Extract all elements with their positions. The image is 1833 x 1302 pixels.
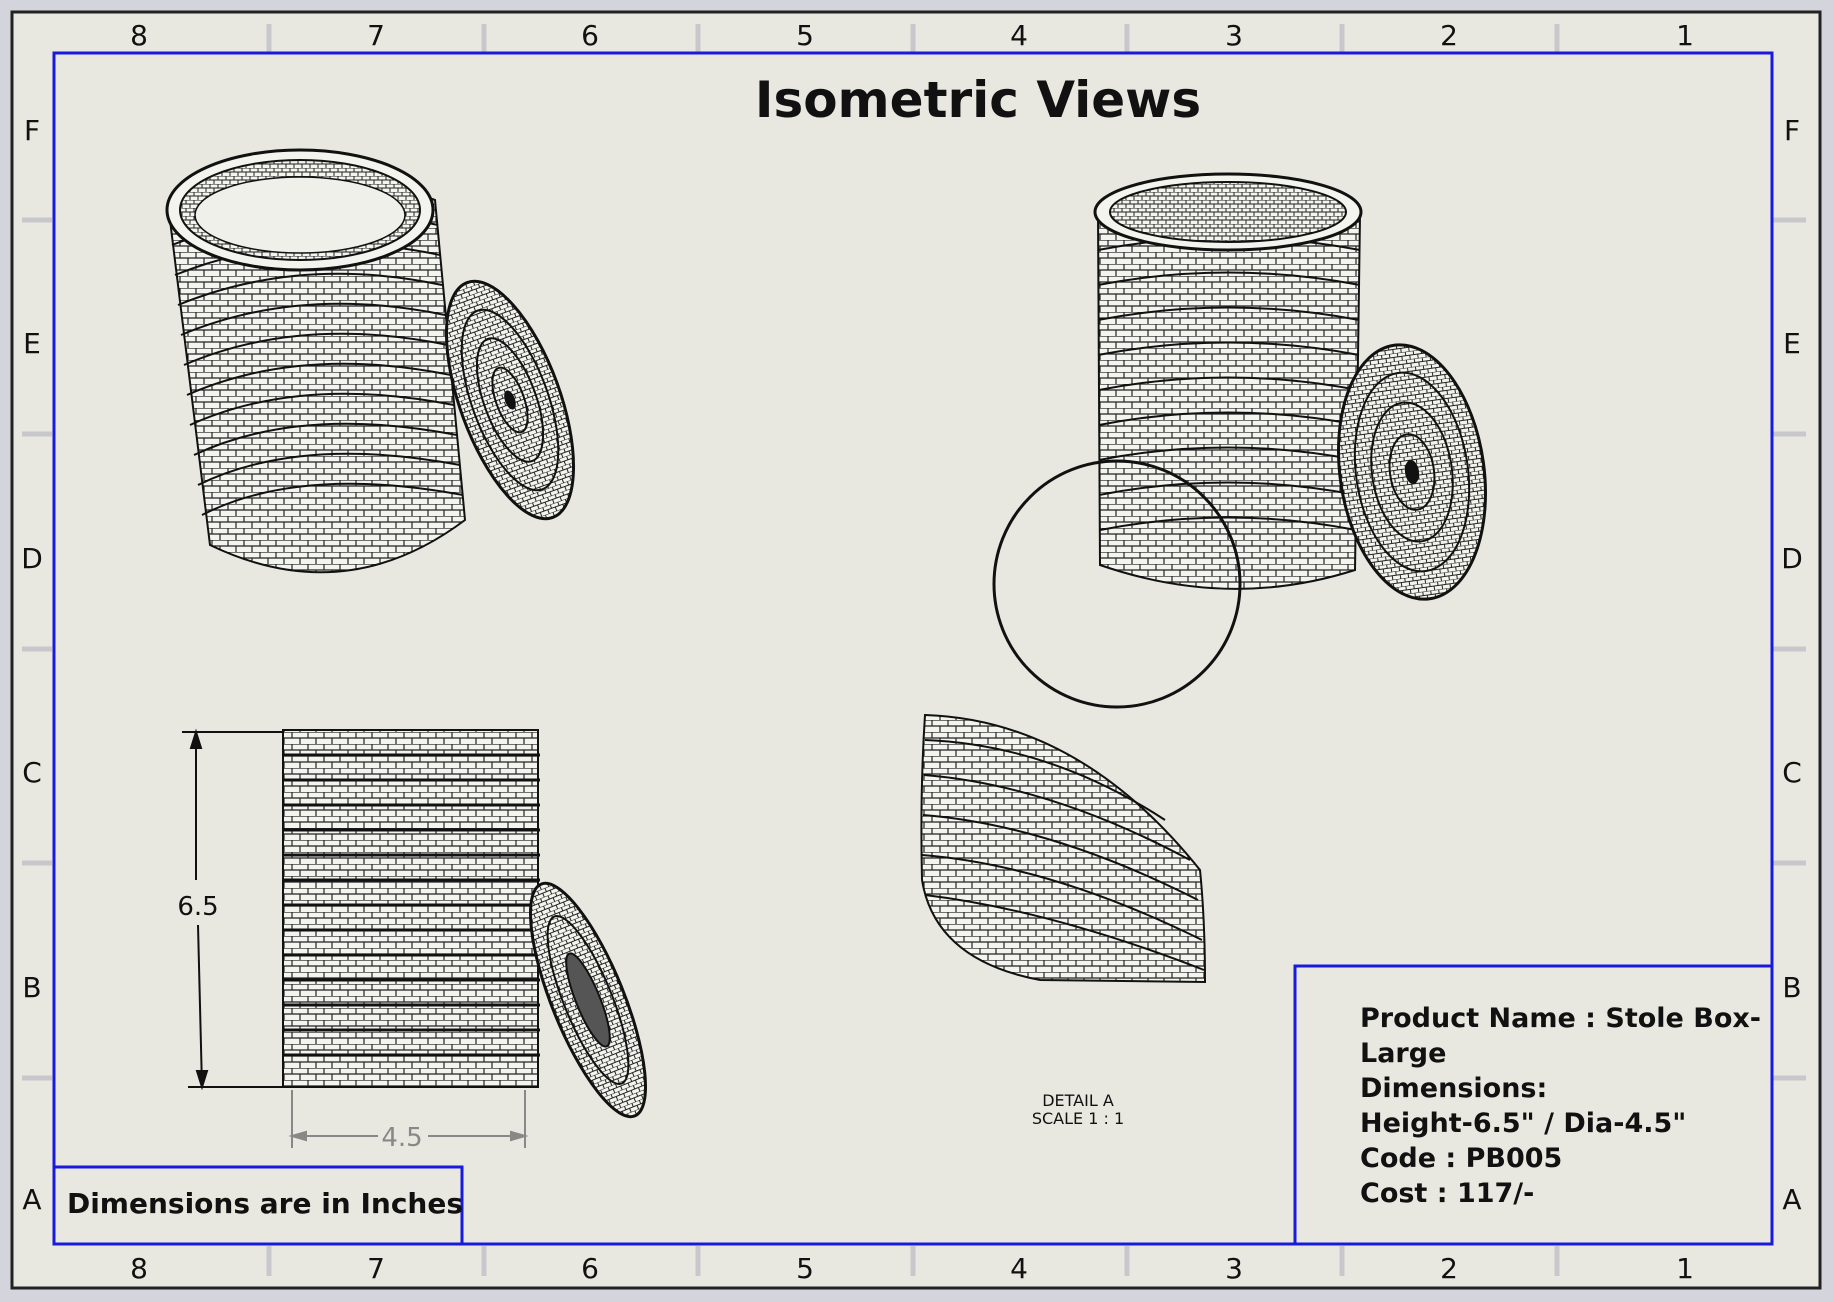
zone-row-e-right: E — [1783, 327, 1801, 360]
zone-col-3-bottom: 3 — [1225, 1252, 1243, 1285]
zone-col-2-top: 2 — [1440, 19, 1458, 52]
height-dimension-label: 6.5 — [177, 892, 218, 922]
zone-col-8-bottom: 8 — [130, 1252, 148, 1285]
title-block-cost: Cost : 117/- — [1360, 1178, 1534, 1209]
iso-view-top-right — [992, 172, 1487, 709]
diameter-dimension-label: 4.5 — [381, 1123, 422, 1153]
diameter-dimension — [288, 1090, 529, 1148]
drawing-border — [52, 51, 1774, 1246]
title-block-dimensions-label: Dimensions: — [1360, 1073, 1547, 1104]
zone-row-d-right: D — [1781, 542, 1803, 575]
zone-col-3-top: 3 — [1225, 19, 1243, 52]
zone-col-2-bottom: 2 — [1440, 1252, 1458, 1285]
title-block-code: Code : PB005 — [1360, 1143, 1562, 1174]
zone-col-7-top: 7 — [367, 19, 385, 52]
zone-row-a-right: A — [1782, 1183, 1801, 1216]
zone-col-4-top: 4 — [1010, 19, 1028, 52]
zone-col-5-top: 5 — [796, 19, 814, 52]
zone-col-6-bottom: 6 — [581, 1252, 599, 1285]
zone-col-1-top: 1 — [1676, 19, 1694, 52]
zone-row-c-right: C — [1782, 756, 1802, 789]
zone-ticks — [22, 24, 1806, 1276]
height-dimension — [182, 728, 282, 1091]
detail-a-scale: SCALE 1 : 1 — [1032, 1109, 1124, 1128]
front-view: 6.5 4.5 — [177, 728, 648, 1153]
title-block-product-name: Product Name : Stole Box- — [1360, 1003, 1761, 1034]
zone-col-5-bottom: 5 — [796, 1252, 814, 1285]
detail-a-section — [920, 713, 1207, 984]
sheet-title: Isometric Views — [755, 71, 1201, 129]
basket-lid — [1337, 343, 1487, 601]
zone-col-7-bottom: 7 — [367, 1252, 385, 1285]
units-note-box — [52, 1165, 464, 1246]
zone-row-f-right: F — [1784, 114, 1800, 147]
zone-row-f-left: F — [24, 114, 40, 147]
zone-row-b-left: B — [22, 971, 41, 1004]
detail-a-circle — [992, 459, 1242, 709]
zone-row-b-right: B — [1782, 971, 1801, 1004]
zone-row-c-left: C — [22, 756, 42, 789]
basket-body — [282, 729, 539, 1088]
basket-lid — [444, 279, 576, 521]
title-block-product-name-cont: Large — [1360, 1038, 1446, 1069]
title-block — [1293, 964, 1774, 1246]
zone-row-d-left: D — [21, 542, 43, 575]
title-block-dimensions-value: Height-6.5" / Dia-4.5" — [1360, 1108, 1686, 1139]
zone-col-1-bottom: 1 — [1676, 1252, 1694, 1285]
iso-view-top-left — [165, 148, 576, 574]
zone-row-e-left: E — [23, 327, 41, 360]
zone-col-4-bottom: 4 — [1010, 1252, 1028, 1285]
units-note: Dimensions are in Inches — [67, 1187, 463, 1220]
basket-lid — [528, 881, 648, 1119]
zone-col-8-top: 8 — [130, 19, 148, 52]
detail-a-view — [920, 713, 1207, 984]
zone-row-a-left: A — [22, 1183, 41, 1216]
detail-a-label: DETAIL A — [1042, 1091, 1114, 1110]
zone-col-6-top: 6 — [581, 19, 599, 52]
